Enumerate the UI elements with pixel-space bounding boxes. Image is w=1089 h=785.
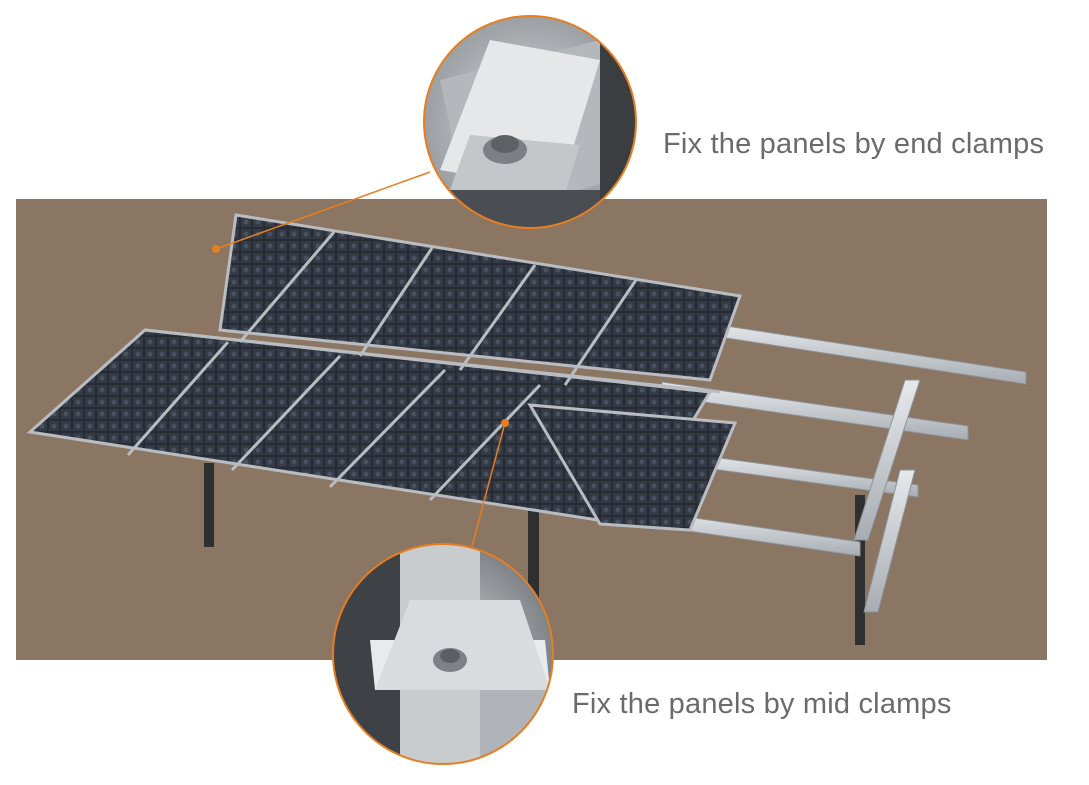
mid-clamp-caption: Fix the panels by mid clamps xyxy=(572,688,952,720)
support-posts xyxy=(204,463,865,645)
callout-leader-lines xyxy=(215,171,506,547)
support-rails xyxy=(639,321,1027,613)
mid-clamp-detail xyxy=(332,543,554,765)
end-clamp-marker xyxy=(212,245,220,253)
end-clamp-detail xyxy=(423,15,637,229)
mid-clamp-marker xyxy=(501,419,509,427)
solar-panel-array xyxy=(26,213,743,532)
end-clamp-caption: Fix the panels by end clamps xyxy=(663,128,1045,160)
